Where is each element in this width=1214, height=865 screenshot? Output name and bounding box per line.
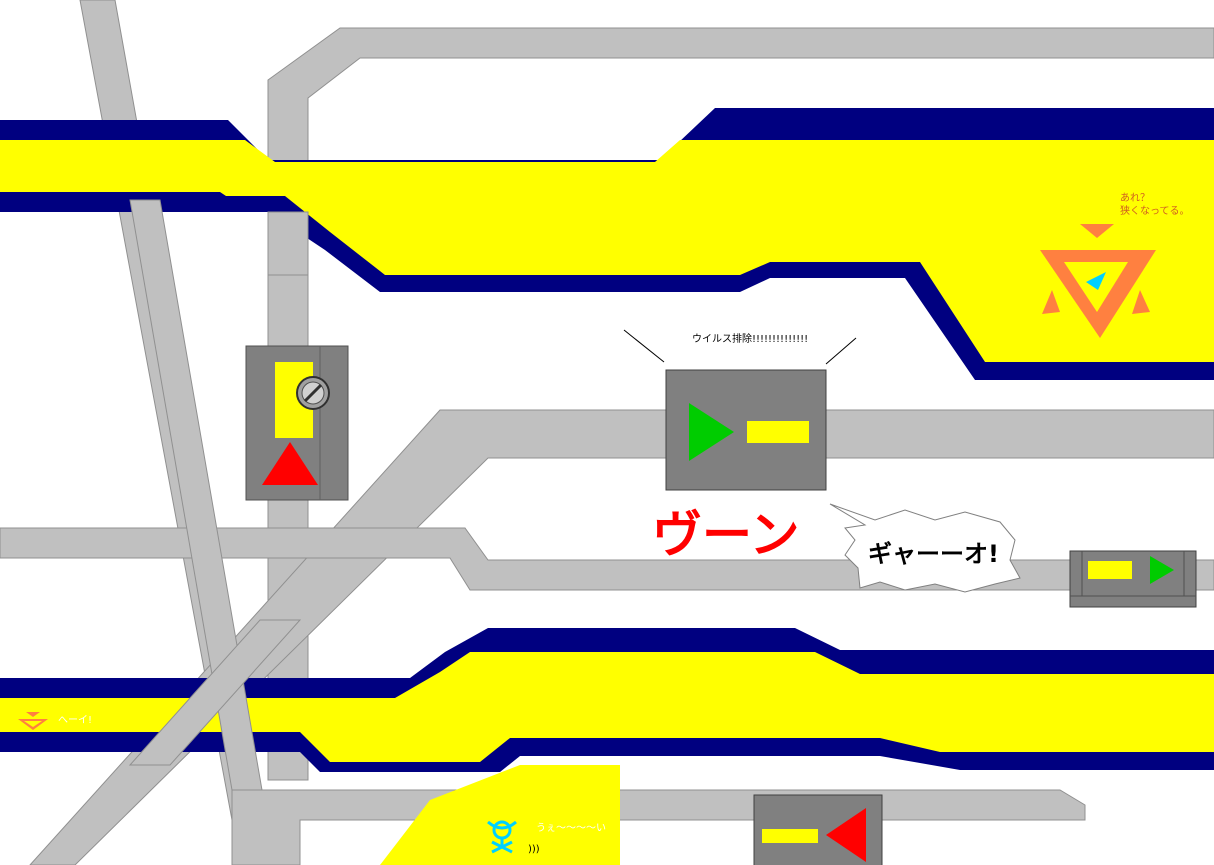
pipe-vertical-overlay — [267, 211, 309, 276]
orange-creature-eye — [1086, 272, 1106, 290]
pipe-diagonal-overlay — [129, 199, 263, 791]
device-vertical[interactable] — [245, 345, 349, 501]
roar-label: ギャーーオ! — [868, 540, 999, 568]
vroom-shout: ヴーン — [652, 506, 800, 564]
device-right-slot — [1088, 561, 1132, 579]
play-right-small-icon — [1150, 556, 1174, 584]
narrowed-label-2: 狭くなってる。 — [1120, 204, 1190, 217]
roar-burst — [829, 503, 1021, 593]
small-orange-creature — [18, 712, 48, 730]
pipe-middle-overlay — [128, 619, 302, 766]
hey-label: へーイ! — [58, 715, 92, 726]
orange-creature-arm-left — [1042, 290, 1060, 314]
pipe-overlays — [128, 199, 309, 791]
device-bottom-slot — [762, 829, 818, 843]
orange-creature-arm-right — [1132, 290, 1150, 314]
trail-label: ))) — [528, 844, 540, 855]
play-right-icon — [689, 403, 734, 461]
lower-band — [0, 628, 1214, 865]
alert-lines — [623, 329, 857, 365]
lower-band-yellow — [0, 652, 1214, 762]
roar-burst-shape — [829, 503, 1021, 593]
lower-band-tail — [380, 765, 620, 865]
orange-creature-hat — [1080, 224, 1114, 238]
device-central-slot — [747, 421, 809, 443]
narrowed-label-1: あれ？ — [1120, 192, 1150, 204]
upper-band — [0, 108, 1214, 380]
device-bottom[interactable] — [753, 794, 883, 865]
orange-creature — [1040, 224, 1156, 338]
virus-removal-label: ウイルス排除!!!!!!!!!!!!!! — [692, 332, 808, 345]
triangle-left-icon — [826, 808, 866, 862]
pipe-bottom — [231, 789, 1086, 865]
upper-band-yellow — [0, 140, 1214, 362]
cyan-creature — [487, 820, 517, 854]
device-right[interactable] — [1069, 550, 1197, 608]
ue-label: うぇ〜〜〜〜い — [536, 822, 606, 834]
triangle-up-icon — [262, 442, 318, 485]
device-central[interactable] — [665, 369, 827, 491]
upper-band-inner-stripe — [0, 192, 250, 212]
pipe-lower — [0, 527, 1214, 591]
screw-icon[interactable] — [296, 376, 330, 410]
